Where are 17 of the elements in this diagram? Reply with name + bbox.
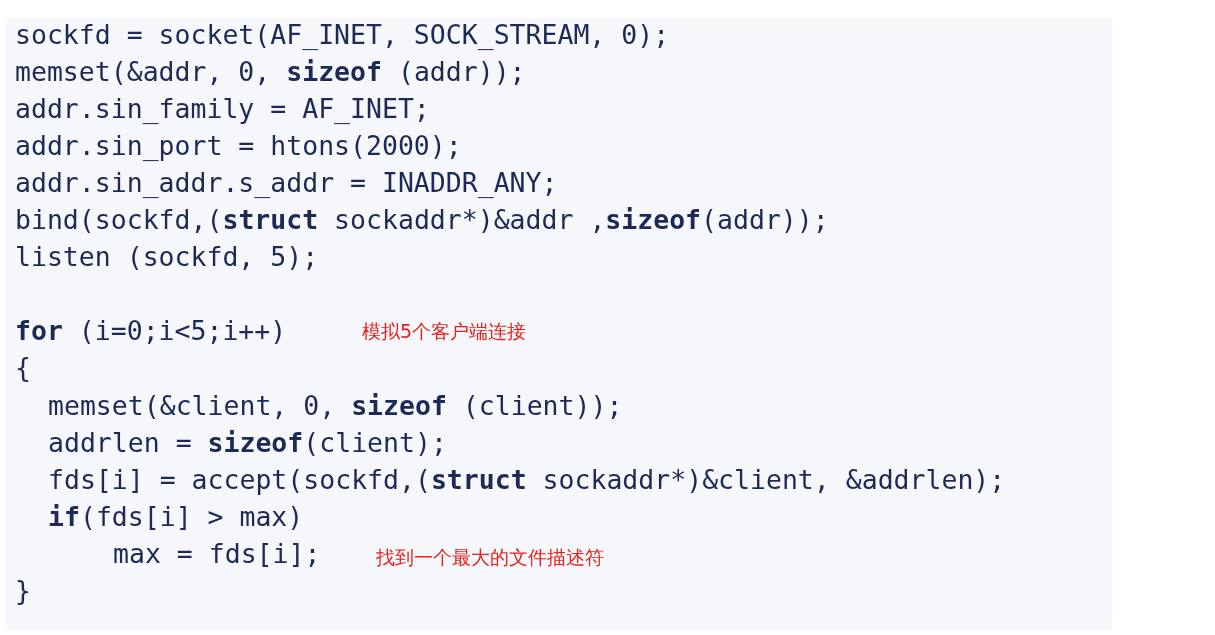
code-line: addr.sin_port = htons(2000);	[15, 130, 462, 162]
code-line: {	[15, 352, 31, 384]
code-line: memset(&client, 0, sizeof (client));	[48, 390, 623, 422]
code-line: }	[15, 575, 31, 607]
annotation-text: 找到一个最大的文件描述符	[376, 545, 604, 570]
annotation-text: 模拟5个客户端连接	[362, 319, 527, 344]
code-line: listen (sockfd, 5);	[15, 241, 319, 273]
code-line: bind(sockfd,(struct sockaddr*)&addr ,sizeof(addr));	[15, 204, 829, 236]
code-line: addr.sin_addr.s_addr = INADDR_ANY;	[15, 167, 558, 199]
code-line: memset(&addr, 0, sizeof (addr));	[15, 56, 526, 88]
code-line: fds[i] = accept(sockfd,(struct sockaddr*)&client, &addrlen);	[48, 464, 1006, 496]
code-line: sockfd = socket(AF_INET, SOCK_STREAM, 0);	[15, 19, 670, 51]
code-line: for (i=0;i<5;i++)	[15, 315, 287, 347]
code-line: addr.sin_family = AF_INET;	[15, 93, 430, 125]
code-line: addrlen = sizeof(client);	[48, 427, 447, 459]
code-line: max = fds[i];	[113, 538, 321, 570]
code-line: if(fds[i] > max)	[48, 501, 304, 533]
